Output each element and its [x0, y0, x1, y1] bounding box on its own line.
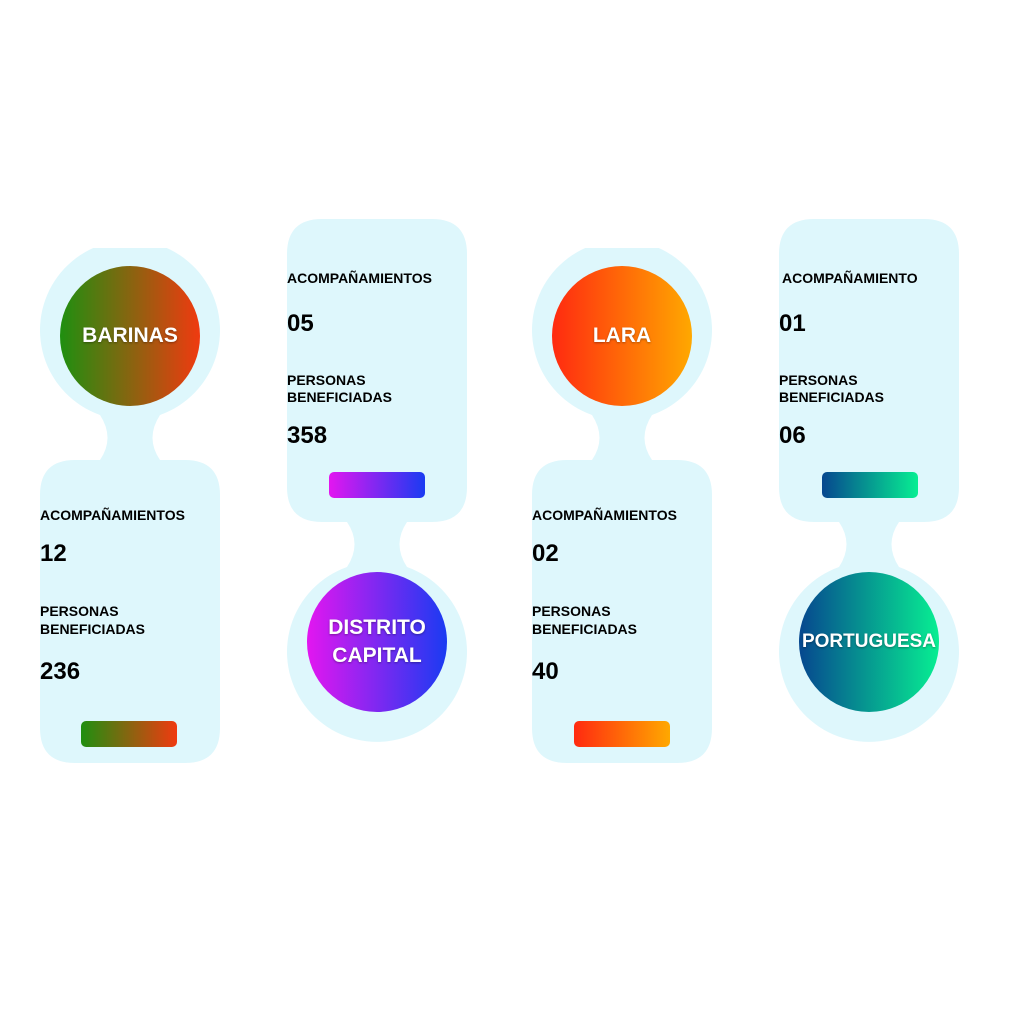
color-bar	[329, 472, 425, 498]
stat1-label: ACOMPAÑAMIENTOS	[287, 270, 432, 286]
card-barinas: BARINAS ACOMPAÑAMIENTOS 12 PERSONAS BENE…	[40, 248, 220, 793]
stat1-value: 12	[40, 540, 67, 567]
region-circle-distrito-capital: DISTRITO CAPITAL	[307, 572, 447, 712]
card-lara: LARA ACOMPAÑAMIENTOS 02 PERSONAS BENEFIC…	[532, 248, 712, 793]
region-circle-barinas: BARINAS	[60, 266, 200, 406]
color-bar	[822, 472, 918, 498]
stat2-label-line1: PERSONAS	[287, 372, 366, 388]
stat1-value: 05	[287, 310, 314, 337]
stat2-label-line2: BENEFICIADAS	[532, 621, 638, 637]
stat2-value: 40	[532, 658, 559, 685]
stat1-label: ACOMPAÑAMIENTOS	[532, 507, 677, 523]
region-circle-lara: LARA	[552, 266, 692, 406]
stat2-label-line2: BENEFICIADAS	[287, 389, 393, 405]
card-portuguesa: ACOMPAÑAMIENTO 01 PERSONAS BENEFICIADAS …	[779, 219, 959, 764]
stat1-label: ACOMPAÑAMIENTOS	[40, 507, 185, 523]
stat2-value: 06	[779, 422, 806, 449]
region-name: LARA	[592, 324, 652, 347]
region-circle-portuguesa: PORTUGUESA	[799, 572, 939, 712]
card-distrito-capital: ACOMPAÑAMIENTOS 05 PERSONAS BENEFICIADAS…	[287, 219, 467, 764]
color-bar	[81, 721, 177, 747]
stat2-label-line1: PERSONAS	[779, 372, 858, 388]
region-name: PORTUGUESA	[801, 631, 937, 652]
region-name-line1: DISTRITO	[328, 616, 426, 639]
stat2-label-line1: PERSONAS	[532, 603, 611, 619]
stat1-value: 02	[532, 540, 559, 567]
region-name: BARINAS	[82, 324, 178, 347]
stat2-label-line2: BENEFICIADAS	[40, 621, 146, 637]
stat2-label-line1: PERSONAS	[40, 603, 119, 619]
stat2-value: 358	[287, 422, 328, 449]
region-name-line2: CAPITAL	[332, 644, 422, 667]
color-bar	[574, 721, 670, 747]
stat1-label: ACOMPAÑAMIENTO	[782, 270, 918, 286]
stat2-label-line2: BENEFICIADAS	[779, 389, 885, 405]
stat1-value: 01	[779, 310, 806, 337]
stat2-value: 236	[40, 658, 81, 685]
